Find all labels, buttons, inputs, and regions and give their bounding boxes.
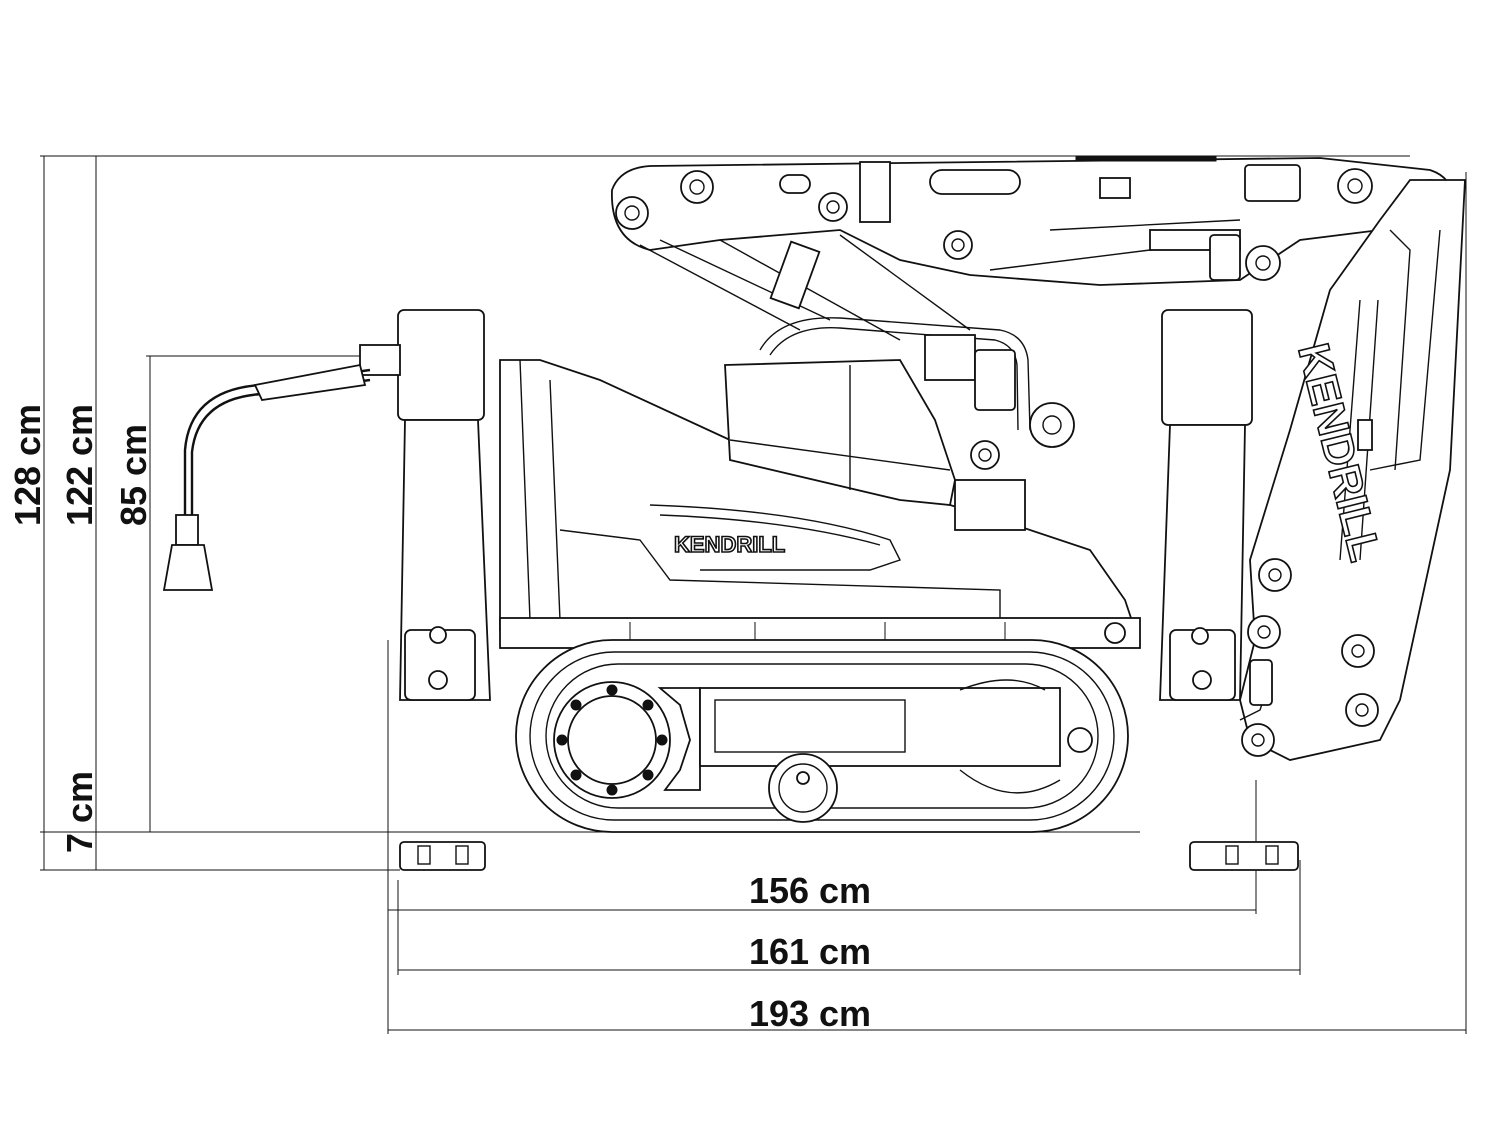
body-logo: KENDRILL — [674, 532, 785, 557]
dim-label-85: 85 cm — [113, 424, 154, 526]
right-outrigger — [1159, 309, 1299, 871]
dim-label-161: 161 cm — [749, 931, 871, 972]
engine-housing — [724, 240, 1075, 531]
dim-label-7: 7 cm — [59, 771, 100, 853]
dimension-lines — [40, 155, 1467, 1034]
left-outrigger — [359, 309, 491, 871]
dim-label-128: 128 cm — [7, 404, 48, 526]
vertical-boom — [1239, 179, 1466, 761]
dim-label-122: 122 cm — [59, 404, 100, 526]
remote-pendant — [162, 363, 371, 591]
dim-label-156: 156 cm — [749, 870, 871, 911]
track — [515, 639, 1129, 833]
upper-boom — [611, 155, 1454, 341]
dim-label-193: 193 cm — [749, 993, 871, 1034]
